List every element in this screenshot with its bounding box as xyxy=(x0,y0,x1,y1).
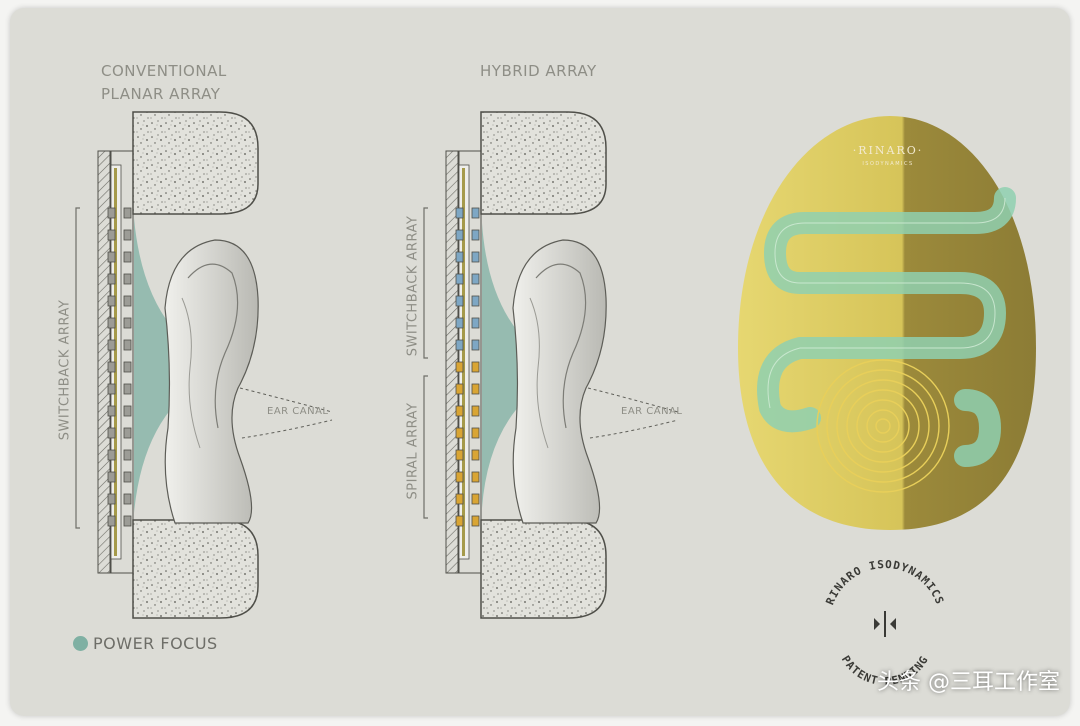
magnet xyxy=(107,427,116,439)
switchback-bracket xyxy=(423,207,428,359)
magnet xyxy=(455,405,464,417)
magnet xyxy=(107,405,116,417)
foam-pad-top xyxy=(132,111,259,215)
hybrid-array-diagram xyxy=(423,111,679,619)
magnet xyxy=(123,273,132,285)
legend: POWER FOCUS xyxy=(73,634,218,653)
magnet xyxy=(455,317,464,329)
magnet xyxy=(471,493,480,505)
magnet xyxy=(471,427,480,439)
magnet xyxy=(455,229,464,241)
diagram-card: ·RINARO· ISODYNAMICS RINARO ISODYNAMICS … xyxy=(10,8,1070,716)
magnet xyxy=(123,295,132,307)
magnet xyxy=(123,383,132,395)
foam-pad-bottom xyxy=(480,519,607,619)
diaphragm-film xyxy=(114,168,117,556)
magnet xyxy=(123,207,132,219)
magnet xyxy=(471,317,480,329)
foam-pad-top xyxy=(480,111,607,215)
diaphragm-film xyxy=(462,168,465,556)
magnet-column-right xyxy=(455,207,480,527)
magnet xyxy=(107,229,116,241)
left-title-line1: CONVENTIONAL xyxy=(101,62,227,80)
spiral-array xyxy=(816,359,950,493)
left-switchback-label: SWITCHBACK ARRAY xyxy=(57,299,73,441)
magnet xyxy=(123,229,132,241)
magnet xyxy=(455,251,464,263)
legend-label: POWER FOCUS xyxy=(93,634,218,653)
magnet xyxy=(455,361,464,373)
magnet xyxy=(123,339,132,351)
magnet xyxy=(123,471,132,483)
magnet xyxy=(471,273,480,285)
magnet xyxy=(455,273,464,285)
magnet xyxy=(471,207,480,219)
magnet xyxy=(471,229,480,241)
magnet xyxy=(123,405,132,417)
magnet xyxy=(455,339,464,351)
ear-canal-line xyxy=(239,387,333,439)
ear-illustration xyxy=(164,239,259,524)
magnet xyxy=(123,515,132,527)
magnet xyxy=(107,449,116,461)
magnet xyxy=(455,427,464,439)
magnet xyxy=(107,273,116,285)
magnet xyxy=(455,515,464,527)
conventional-array-diagram xyxy=(75,111,333,619)
magnet xyxy=(107,251,116,263)
legend-swatch xyxy=(73,636,88,651)
switchback-bracket xyxy=(75,207,80,529)
watermark: 头条 @三耳工作室 xyxy=(877,670,1060,695)
magnet xyxy=(107,361,116,373)
magnet xyxy=(107,207,116,219)
driver-brand: ·RINARO· xyxy=(853,144,924,157)
driver-subtitle: ISODYNAMICS xyxy=(862,161,913,167)
magnet xyxy=(471,361,480,373)
magnet xyxy=(455,449,464,461)
magnet xyxy=(123,493,132,505)
magnet xyxy=(123,317,132,329)
magnet xyxy=(455,295,464,307)
magnet xyxy=(455,383,464,395)
magnet xyxy=(471,251,480,263)
magnet xyxy=(455,493,464,505)
ear-illustration xyxy=(512,239,607,524)
magnet xyxy=(455,207,464,219)
magnet xyxy=(107,515,116,527)
left-ear-canal-label: EAR CANAL xyxy=(267,406,329,417)
ear-canal-line xyxy=(587,387,679,439)
magnet xyxy=(471,471,480,483)
magnet xyxy=(107,339,116,351)
seal-logo-icon xyxy=(874,611,896,637)
foam-pad-bottom xyxy=(132,519,259,619)
svg-text:RINARO ISODYNAMICS: RINARO ISODYNAMICS xyxy=(823,558,946,607)
magnet xyxy=(455,471,464,483)
magnet xyxy=(107,383,116,395)
magnet xyxy=(123,361,132,373)
magnet xyxy=(107,295,116,307)
left-title-line2: PLANAR ARRAY xyxy=(101,85,221,103)
right-spiral-label: SPIRAL ARRAY xyxy=(405,402,421,500)
magnet xyxy=(471,339,480,351)
magnet xyxy=(107,471,116,483)
magnet-column-left xyxy=(107,207,132,527)
driver-badge: ·RINARO· ISODYNAMICS xyxy=(738,116,1036,530)
magnet xyxy=(471,295,480,307)
right-ear-canal-label: EAR CANAL xyxy=(621,406,683,417)
magnet xyxy=(471,405,480,417)
diagram-canvas: ·RINARO· ISODYNAMICS RINARO ISODYNAMICS … xyxy=(75,111,1036,688)
magnet xyxy=(107,493,116,505)
magnet xyxy=(471,449,480,461)
magnet xyxy=(123,251,132,263)
spiral-bracket xyxy=(423,375,428,519)
magnet xyxy=(471,515,480,527)
magnet xyxy=(107,317,116,329)
right-switchback-label: SWITCHBACK ARRAY xyxy=(405,215,421,357)
magnet xyxy=(471,383,480,395)
right-title: HYBRID ARRAY xyxy=(480,62,597,80)
seal-top-text: RINARO ISODYNAMICS xyxy=(823,558,945,607)
magnet xyxy=(123,449,132,461)
switchback-trace-lines xyxy=(767,197,1006,409)
magnet xyxy=(123,427,132,439)
